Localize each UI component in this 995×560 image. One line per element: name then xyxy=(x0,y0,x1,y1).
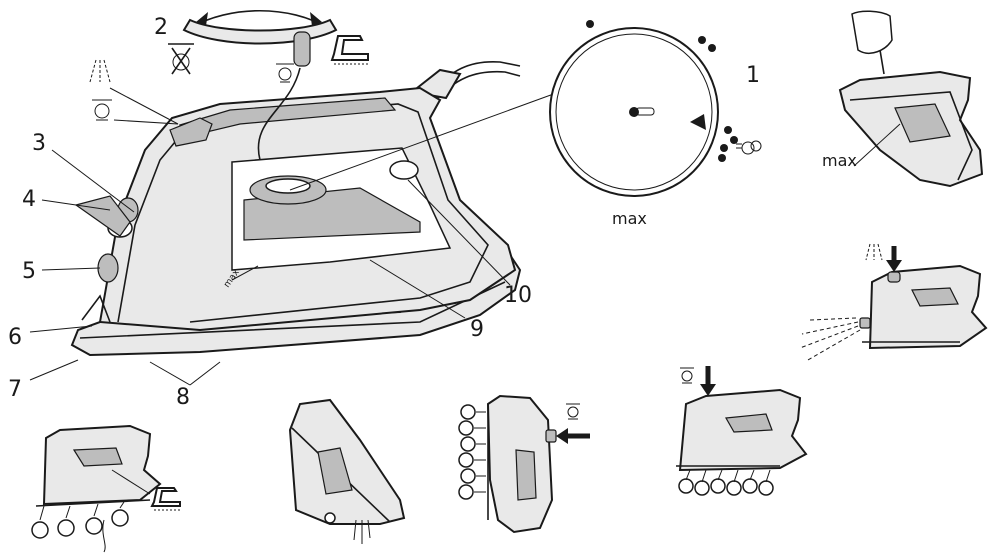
water-fill-inlet-cover[interactable] xyxy=(74,195,131,237)
spray-icon-panel xyxy=(865,243,883,261)
iron-steam-icon xyxy=(330,35,369,65)
vertical-steam-step xyxy=(458,394,590,534)
steam-ironing-step xyxy=(31,424,181,553)
control-knob[interactable] xyxy=(97,253,119,283)
callout-3: 3 xyxy=(32,131,46,156)
dial-pointer xyxy=(690,114,706,130)
steam-burst xyxy=(678,469,774,496)
callout-9: 9 xyxy=(470,317,484,342)
filling-step: max xyxy=(822,10,984,188)
callout-leaders xyxy=(29,87,571,386)
callout-2: 2 xyxy=(154,15,168,40)
callout-10: 10 xyxy=(504,283,532,308)
main-iron: max xyxy=(70,10,522,357)
callout-1: 1 xyxy=(746,63,760,88)
dial-rotation-arrow xyxy=(182,10,338,161)
dial-max-label: max xyxy=(612,209,647,228)
vertical-steam-burst xyxy=(458,404,486,500)
callout-4: 4 xyxy=(22,187,36,212)
vertical-steam-icon xyxy=(566,403,580,420)
fill-max-label: max xyxy=(822,151,857,170)
steam-icon-small xyxy=(276,63,294,83)
callout-7: 7 xyxy=(8,377,22,402)
steam-shot-icon xyxy=(92,99,112,121)
callout-8: 8 xyxy=(176,385,190,410)
spray-step xyxy=(799,243,988,361)
water-fill-cap[interactable] xyxy=(389,160,419,180)
callout-6: 6 xyxy=(8,325,22,350)
callout-5: 5 xyxy=(22,259,36,284)
steam-off-icon xyxy=(168,43,194,75)
steam-shot-step xyxy=(676,366,808,496)
iron-steam-icon-panel xyxy=(150,487,181,511)
max-steam-icon xyxy=(736,140,762,155)
steam-puffs xyxy=(31,501,129,553)
steam-shot-button[interactable] xyxy=(169,117,213,147)
spray-icon xyxy=(89,59,111,83)
steam-dial-detail: max xyxy=(549,20,762,228)
anti-drip-step xyxy=(288,398,406,544)
steam-shot-icon-panel xyxy=(680,367,694,384)
